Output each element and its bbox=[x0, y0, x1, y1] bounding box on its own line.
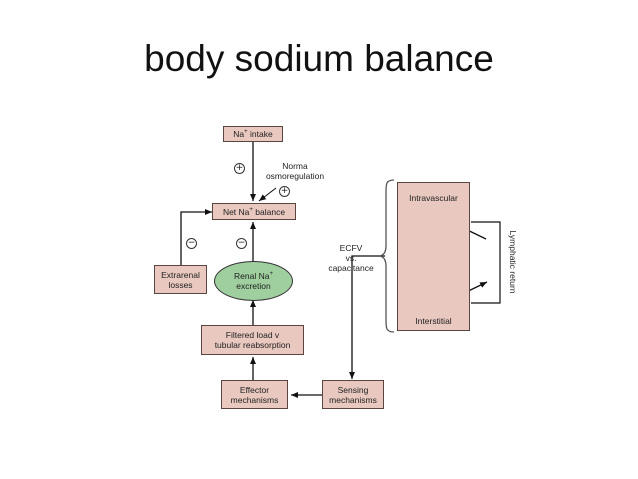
sensing-mechanisms-box: Sensing mechanisms bbox=[322, 380, 384, 409]
minus-sign-renal: − bbox=[236, 238, 247, 249]
lymphatic-return-line bbox=[471, 221, 501, 304]
compartment-box bbox=[397, 182, 470, 331]
compartment-bracket bbox=[379, 179, 395, 333]
norma-osmoregulation-label: Norma osmoregulation bbox=[265, 161, 325, 181]
effector-mechanisms-box: Effector mechanisms bbox=[221, 380, 288, 409]
filtered-load-box: Filtered load v tubular reabsorption bbox=[201, 325, 304, 355]
plus-sign-intake: + bbox=[234, 163, 245, 174]
minus-sign-extrarenal: − bbox=[186, 238, 197, 249]
page-title: body sodium balance bbox=[144, 38, 494, 79]
renal-na-excretion-ellipse: Renal Na+ excretion bbox=[214, 261, 293, 301]
intravascular-label: Intravascular bbox=[409, 193, 458, 203]
arrow-extrarenal-to-balance bbox=[180, 209, 212, 265]
arrow-osmoregulation-to-balance bbox=[258, 187, 277, 202]
ecfv-capacitance-label: ECFV vs. capacitance bbox=[328, 243, 374, 273]
plus-sign-osmoregulation: + bbox=[279, 186, 290, 197]
na-intake-label: Na+ intake bbox=[233, 129, 273, 139]
arrow-bracket-to-sensing bbox=[349, 255, 385, 379]
lymphatic-return-label: Lymphatic return bbox=[508, 230, 518, 294]
extrarenal-losses-box: Extrarenal losses bbox=[154, 265, 207, 294]
na-intake-box: Na+ intake bbox=[223, 126, 283, 142]
net-na-balance-label: Net Na+ balance bbox=[222, 206, 286, 217]
interstitial-label: Interstitial bbox=[415, 316, 452, 326]
net-na-balance-box: Net Na+ balance bbox=[212, 203, 296, 220]
